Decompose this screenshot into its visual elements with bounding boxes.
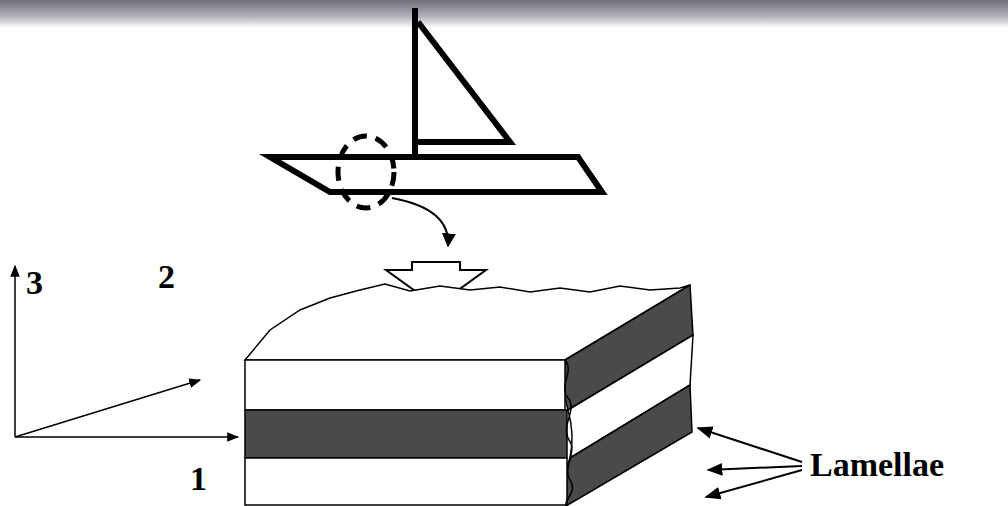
curved-arrow <box>392 198 448 246</box>
right-face <box>563 285 693 506</box>
detail-circle <box>338 136 394 208</box>
front-face <box>245 360 567 505</box>
top-band <box>0 0 1008 28</box>
axis-label: 3 <box>26 266 43 300</box>
sailboat <box>270 8 602 192</box>
part-label: Lamellae <box>810 448 944 482</box>
axes <box>15 266 238 437</box>
lamellae-leaders <box>698 428 802 497</box>
axis-label: 2 <box>158 260 175 294</box>
axis-label: 1 <box>190 462 207 496</box>
break-line <box>565 360 573 505</box>
